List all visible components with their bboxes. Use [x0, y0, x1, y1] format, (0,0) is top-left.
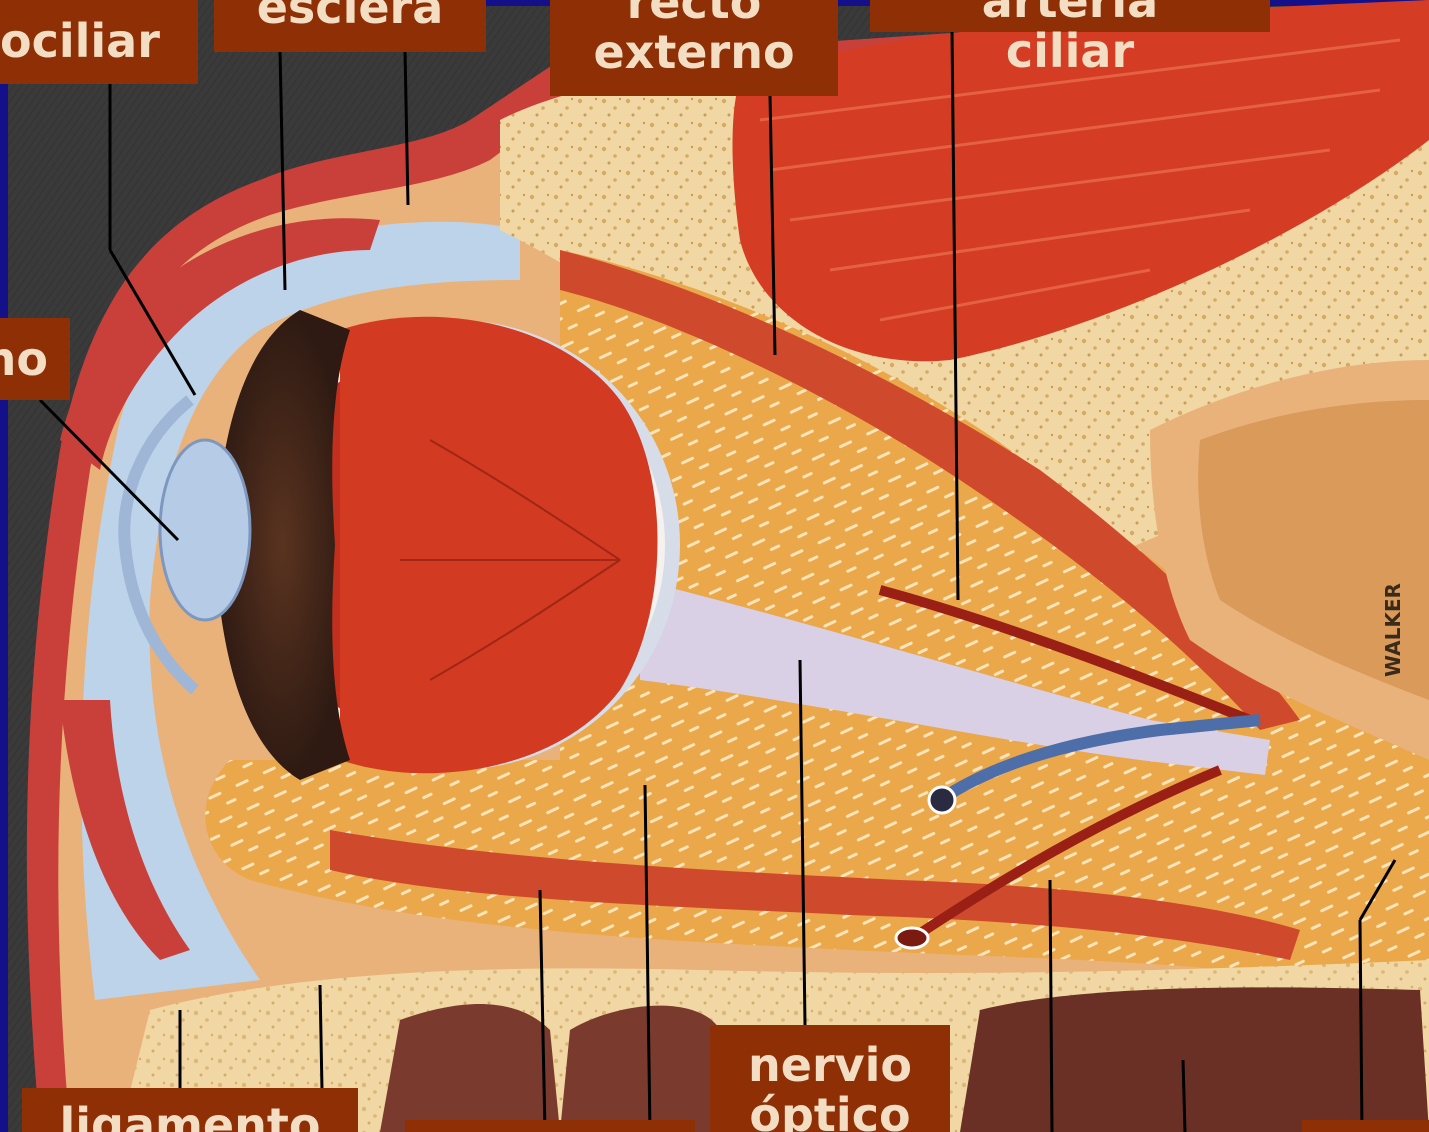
label-recto-externo: recto externo — [550, 0, 838, 96]
label-nervio-optico-text: nervio óptico — [710, 1040, 950, 1132]
label-nervio-optico: nervio óptico — [710, 1025, 950, 1132]
sinus-cavity-1 — [380, 1004, 560, 1132]
leader-right-1 — [1050, 880, 1052, 1132]
leader-right-3 — [1360, 920, 1362, 1132]
artist-signature: WALKER — [1381, 583, 1405, 677]
label-recto-externo-text: recto externo — [550, 0, 838, 77]
label-ligamento: ligamento — [22, 1088, 358, 1132]
label-arteria-ciliar-text: arteria ciliar — [870, 0, 1270, 86]
vein-cross-section — [929, 787, 955, 813]
label-box-bottom-right — [1302, 1120, 1429, 1132]
label-esclera-text: esclera — [214, 0, 486, 32]
leader-ligamento-2 — [320, 985, 322, 1090]
label-ligamento-text: ligamento — [22, 1100, 358, 1132]
left-border — [0, 80, 8, 1132]
label-arteria-ciliar: arteria ciliar — [870, 0, 1270, 32]
label-ciliar-fragment-text: ociliar — [0, 16, 190, 66]
label-esclera: esclera — [214, 0, 486, 52]
lens — [160, 440, 250, 620]
artery-cross-section — [896, 928, 928, 948]
sinus-cavity-3 — [960, 987, 1429, 1132]
label-left-fragment-text: no — [0, 334, 48, 384]
sinus-cavity-2 — [560, 1006, 720, 1132]
label-box-bottom-middle — [405, 1120, 695, 1132]
label-ciliar-fragment: ociliar — [0, 0, 198, 84]
leader-right-2 — [1183, 1060, 1185, 1132]
label-left-fragment: no — [0, 318, 70, 400]
